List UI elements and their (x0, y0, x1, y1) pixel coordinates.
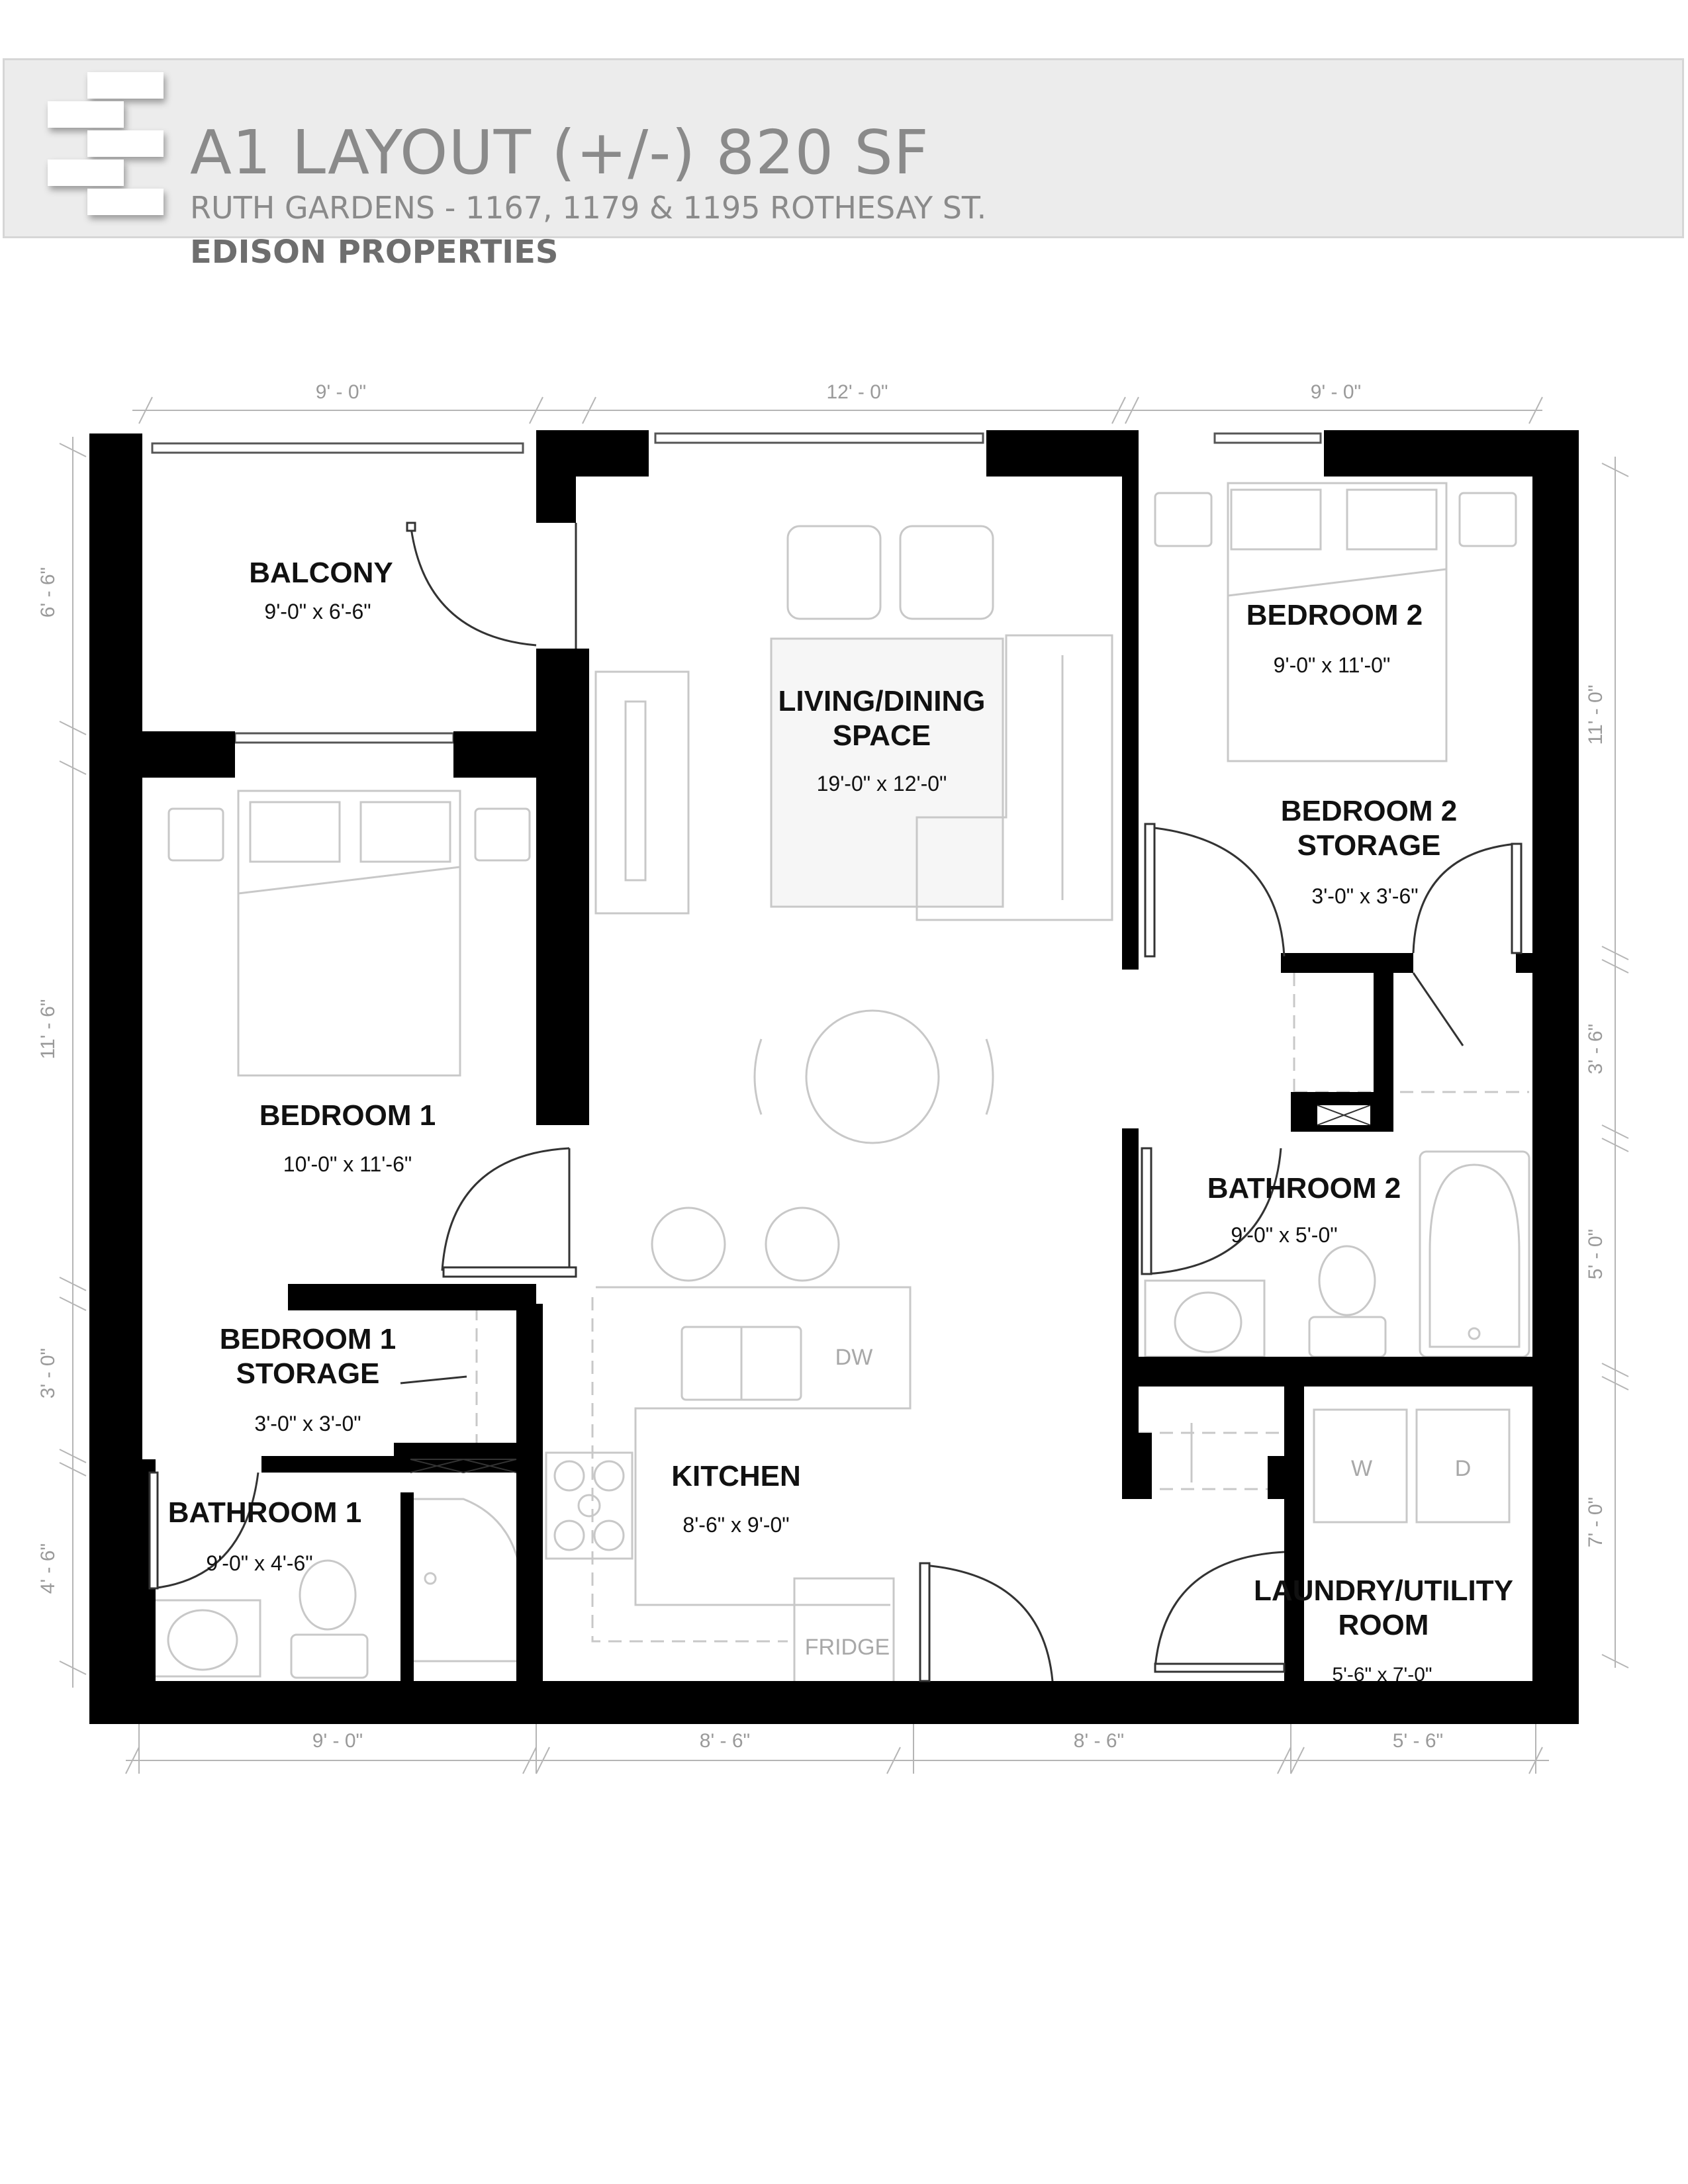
lounge-chair (786, 525, 882, 620)
washer-label: W (1351, 1456, 1372, 1481)
doors (148, 522, 1523, 1682)
bedroom2-name: BEDROOM 2 (1246, 599, 1423, 631)
laundry-name-line1: LAUNDRY/UTILITY (1254, 1574, 1513, 1607)
living-window (654, 432, 984, 444)
nightstand (1154, 492, 1213, 547)
bed-2 (1227, 482, 1448, 762)
sink-icon (143, 1599, 261, 1678)
bathroom1-name: BATHROOM 1 (168, 1496, 362, 1529)
kitchen-dims: 8'-6" x 9'-0" (682, 1513, 789, 1537)
company-logo (48, 72, 164, 215)
bar-stool (765, 1206, 840, 1282)
dim-top-middle: 12' - 0" (826, 381, 888, 403)
balcony-name: BALCONY (249, 557, 393, 589)
nightstand (474, 807, 531, 862)
walls (89, 430, 1579, 1724)
living-dims: 19'-0" x 12'-0" (817, 772, 947, 796)
dim-right-3: 5' - 0" (1585, 1229, 1607, 1279)
bed-1 (237, 790, 461, 1077)
media-console (594, 670, 690, 915)
toilet-icon (1318, 1245, 1376, 1316)
furniture (143, 482, 1530, 1689)
bedroom2-door[interactable] (1147, 826, 1286, 957)
nightstand (1458, 492, 1517, 547)
television-icon (624, 700, 647, 882)
kitchen-name: KITCHEN (671, 1460, 801, 1492)
dim-left-2: 11' - 6" (37, 999, 59, 1060)
sectional-sofa (915, 634, 1113, 921)
range-icon (545, 1451, 633, 1560)
property-address: RUTH GARDENS - 1167, 1179 & 1195 ROTHESA… (190, 190, 987, 226)
dim-left-3: 3' - 0" (37, 1348, 59, 1398)
dining-chair (753, 1038, 994, 1115)
appliance-labels: DW FRIDGE W D (805, 1345, 1472, 1660)
dimension-lines (59, 396, 1629, 1774)
dishwasher-label: DW (835, 1345, 873, 1370)
dim-bottom-4: 5' - 6" (1393, 1730, 1443, 1752)
title-block: A1 LAYOUT (+/-) 820 SF RUTH GARDENS - 11… (3, 58, 1684, 268)
laundry-name-line2: ROOM (1338, 1609, 1429, 1641)
refrigerator (793, 1577, 895, 1689)
dim-bottom-2: 8' - 6" (700, 1730, 750, 1752)
bedroom1-name: BEDROOM 1 (259, 1099, 436, 1132)
fridge-label: FRIDGE (805, 1635, 890, 1660)
living-name-line1: LIVING/DINING (778, 685, 986, 717)
living-name-line2: SPACE (833, 719, 931, 752)
laundry-door[interactable] (1154, 1551, 1285, 1669)
dim-right-1: 11' - 0" (1585, 685, 1607, 745)
dim-top-left: 9' - 0" (316, 381, 366, 403)
bathroom2-door[interactable] (1144, 1148, 1282, 1275)
bedroom2-storage-line1: BEDROOM 2 (1281, 795, 1457, 827)
kitchen-island (596, 1286, 912, 1606)
storage-shelf (475, 973, 1529, 1490)
bedroom1-door[interactable] (441, 1147, 571, 1271)
bedroom1-storage-line1: BEDROOM 1 (220, 1323, 396, 1355)
windows (151, 432, 1322, 744)
bedroom1-dims: 10'-0" x 11'-6" (283, 1152, 412, 1176)
bedroom2-dims: 9'-0" x 11'-0" (1274, 653, 1391, 677)
bedroom1-storage-dims: 3'-0" x 3'-0" (254, 1412, 361, 1435)
plan-title: A1 LAYOUT (+/-) 820 SF (190, 117, 929, 188)
bathroom2-dims: 9'-0" x 5'-0" (1231, 1223, 1337, 1247)
dimension-labels: 9' - 0" 12' - 0" 9' - 0" 9' - 0" 8' - 6"… (37, 381, 1607, 1752)
bedroom2-storage-line2: STORAGE (1297, 829, 1441, 862)
dim-bottom-1: 9' - 0" (312, 1730, 363, 1752)
bedroom2-window (1213, 432, 1322, 444)
dim-left-1: 6' - 6" (37, 567, 59, 617)
storage1-door[interactable] (400, 1375, 467, 1385)
bedroom1-window (234, 732, 455, 744)
dim-right-2: 3' - 6" (1585, 1024, 1607, 1074)
bedroom1-storage-line2: STORAGE (236, 1357, 380, 1390)
balcony-dims: 9'-0" x 6'-6" (264, 600, 371, 623)
area-rug (770, 637, 1004, 908)
dim-left-4: 4' - 6" (37, 1543, 59, 1594)
dim-top-right: 9' - 0" (1311, 381, 1361, 403)
balcony-door[interactable] (409, 522, 577, 649)
laundry-dims: 5'-6" x 7'-0" (1332, 1664, 1432, 1686)
bar-stool (651, 1206, 726, 1282)
dining-table (805, 1009, 940, 1144)
balcony-window (151, 442, 524, 454)
dryer-label: D (1455, 1456, 1472, 1481)
washer (1313, 1408, 1408, 1524)
bathroom2-name: BATHROOM 2 (1207, 1172, 1401, 1205)
bedroom2-storage-dims: 3'-0" x 3'-6" (1311, 884, 1418, 908)
dim-bottom-3: 8' - 6" (1074, 1730, 1124, 1752)
entry-door[interactable] (922, 1564, 1054, 1682)
lounge-chair (899, 525, 994, 620)
toilet-icon (299, 1559, 357, 1631)
storage2-door[interactable] (1412, 842, 1517, 1046)
nightstand (167, 807, 224, 862)
dim-right-4: 7' - 0" (1585, 1497, 1607, 1547)
bathroom1-dims: 9'-0" x 4'-6" (206, 1551, 312, 1575)
room-labels: BALCONY 9'-0" x 6'-6" LIVING/DINING SPAC… (168, 557, 1513, 1686)
company-name: EDISON PROPERTIES (190, 234, 559, 271)
bathtub-icon (1419, 1150, 1530, 1358)
dryer (1415, 1408, 1511, 1524)
